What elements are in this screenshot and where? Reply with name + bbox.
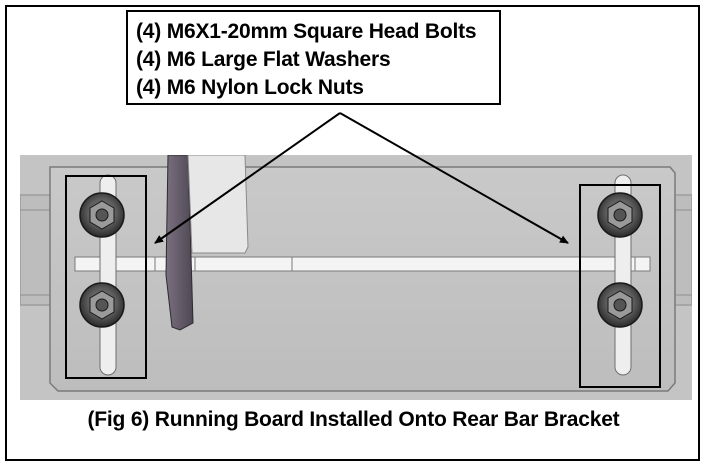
bolt-left-bottom (79, 282, 125, 328)
highlight-box-right (579, 184, 661, 388)
figure-caption: (Fig 6) Running Board Installed Onto Rea… (87, 408, 620, 431)
callout-line-nuts: (4) M6 Nylon Lock Nuts (136, 76, 364, 99)
bracket-illustration (20, 155, 692, 400)
bracket-plate (49, 166, 676, 392)
bolt-right-top (597, 192, 643, 238)
hardware-callout: (4) M6X1-20mm Square Head Bolts (4) M6 L… (126, 10, 501, 105)
bolt-left-top (79, 192, 125, 238)
rear-bar-left (20, 194, 51, 306)
running-board-bar (74, 256, 651, 272)
highlight-box-left (65, 175, 147, 379)
callout-line-washers: (4) M6 Large Flat Washers (136, 48, 391, 71)
bolt-right-bottom (597, 282, 643, 328)
callout-line-bolts: (4) M6X1-20mm Square Head Bolts (136, 20, 477, 43)
